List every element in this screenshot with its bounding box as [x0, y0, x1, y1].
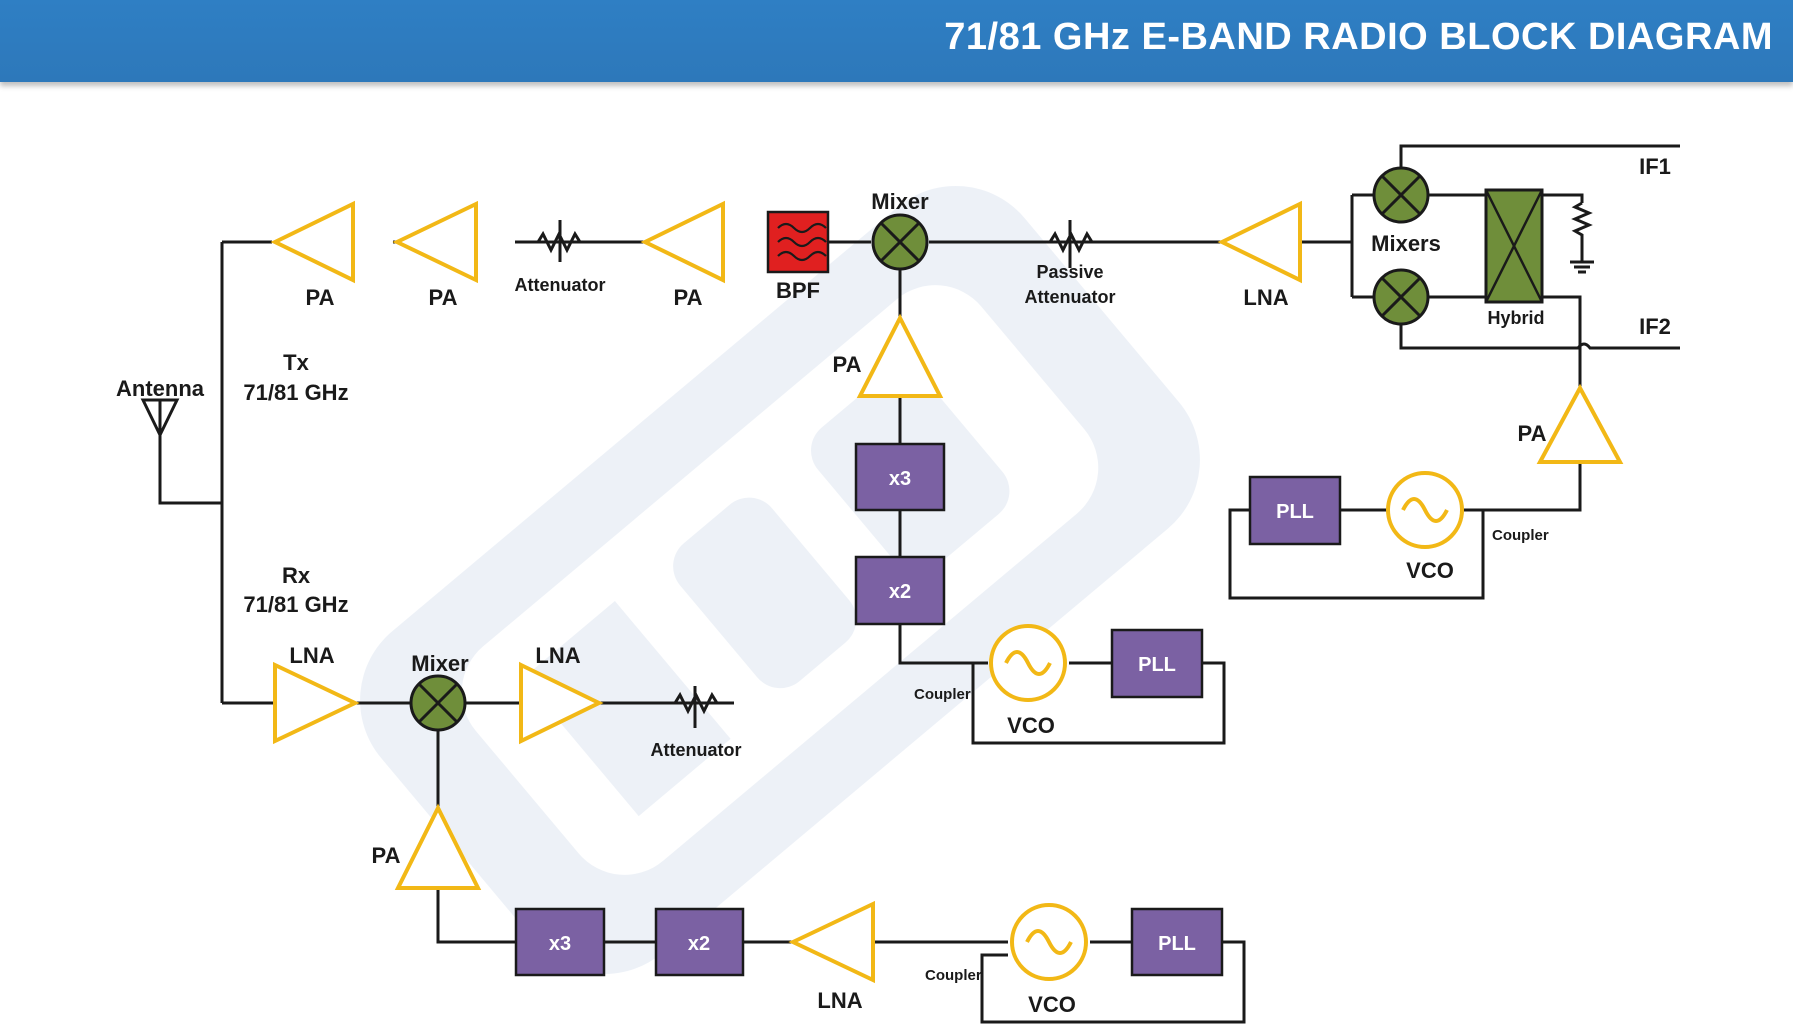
- antenna-icon: [140, 398, 180, 440]
- if-mixer-top-icon: [1372, 166, 1430, 224]
- tx-x2-box: x2: [854, 555, 946, 626]
- rx-lna-1-icon: [273, 661, 360, 745]
- tx-mixer-label: Mixer: [871, 189, 929, 214]
- passive-attenuator-label-2: Attenuator: [1025, 287, 1116, 307]
- tx-attenuator-label: Attenuator: [515, 275, 606, 295]
- rx-label: Rx: [282, 563, 311, 588]
- rx-lo-pa-icon: [394, 803, 482, 890]
- if1-label: IF1: [1639, 154, 1671, 179]
- tx-pa-2-label: PA: [429, 285, 458, 310]
- passive-attenuator-label-1: Passive: [1036, 262, 1103, 282]
- tx-pll-label: PLL: [1138, 654, 1176, 676]
- rx-attenuator-icon: [665, 686, 734, 728]
- rx-vco-label: VCO: [1028, 992, 1076, 1017]
- bpf-label: BPF: [776, 278, 820, 303]
- tx-x3-label: x3: [889, 468, 911, 490]
- rx-attenuator-label: Attenuator: [651, 740, 742, 760]
- tx-pa-1-label: PA: [306, 285, 335, 310]
- tx-vco-label: VCO: [1007, 713, 1055, 738]
- right-lo-pa-icon: [1536, 383, 1624, 464]
- tx-attenuator-icon: [515, 220, 590, 262]
- right-vco-label: VCO: [1406, 558, 1454, 583]
- passive-attenuator-icon: [1040, 220, 1100, 268]
- rx-x3-label: x3: [549, 933, 571, 955]
- bpf-icon: [766, 210, 830, 274]
- tx-x2-label: x2: [889, 581, 911, 603]
- tx-pa-3-label: PA: [674, 285, 703, 310]
- rx-lo-lna-icon: [788, 900, 875, 984]
- tx-x3-box: x3: [854, 442, 946, 512]
- if2-label: IF2: [1639, 314, 1671, 339]
- rx-mixer-icon: [409, 674, 467, 732]
- tx-mixer-icon: [871, 213, 929, 271]
- right-pll-box: PLL: [1248, 475, 1342, 546]
- rx-x2-box: x2: [654, 907, 745, 977]
- rx-x2-label: x2: [688, 933, 710, 955]
- rx-lna-2-label: LNA: [535, 643, 580, 668]
- tx-lna-label: LNA: [1243, 285, 1288, 310]
- rx-lo-lna-label: LNA: [817, 988, 862, 1013]
- page-title: 71/81 GHz E-BAND RADIO BLOCK DIAGRAM: [944, 16, 1773, 58]
- tx-label: Tx: [283, 350, 309, 375]
- right-vco-icon: [1386, 471, 1464, 549]
- right-pll-label: PLL: [1276, 501, 1314, 523]
- tx-pll-box: PLL: [1110, 628, 1204, 699]
- rx-lna-2-icon: [519, 661, 604, 745]
- hybrid-label: Hybrid: [1487, 308, 1544, 328]
- header-bar: 71/81 GHz E-BAND RADIO BLOCK DIAGRAM: [0, 0, 1793, 82]
- termination-resistor-icon: [1571, 201, 1593, 239]
- rx-vco-icon: [1010, 903, 1088, 981]
- labels: Antenna Tx 71/81 GHz Rx 71/81 GHz PA PA …: [116, 154, 1671, 1017]
- if-mixer-bottom-icon: [1372, 268, 1430, 326]
- rx-x3-box: x3: [514, 907, 606, 977]
- antenna-label: Antenna: [116, 376, 205, 401]
- rx-freq-label: 71/81 GHz: [243, 592, 348, 617]
- mixers-label: Mixers: [1371, 231, 1441, 256]
- tx-pa-2-icon: [392, 200, 478, 284]
- rx-lo-pa-label: PA: [372, 843, 401, 868]
- right-coupler-label: Coupler: [1492, 527, 1549, 544]
- rx-pll-box: PLL: [1130, 907, 1224, 977]
- tx-pa-3-icon: [640, 200, 725, 284]
- rx-lna-1-label: LNA: [289, 643, 334, 668]
- tx-pa-1-icon: [270, 200, 355, 284]
- tx-lo-pa-label: PA: [833, 352, 862, 377]
- tx-coupler-label: Coupler: [914, 686, 971, 703]
- right-lo-pa-label: PA: [1518, 421, 1547, 446]
- hybrid-icon: [1484, 188, 1544, 304]
- rx-pll-label: PLL: [1158, 933, 1196, 955]
- rx-coupler-label: Coupler: [925, 967, 982, 984]
- tx-lna-icon: [1217, 200, 1302, 284]
- tx-lo-pa-icon: [856, 313, 944, 398]
- tx-freq-label: 71/81 GHz: [243, 380, 348, 405]
- tx-vco-icon: [989, 624, 1067, 702]
- rx-mixer-label: Mixer: [411, 651, 469, 676]
